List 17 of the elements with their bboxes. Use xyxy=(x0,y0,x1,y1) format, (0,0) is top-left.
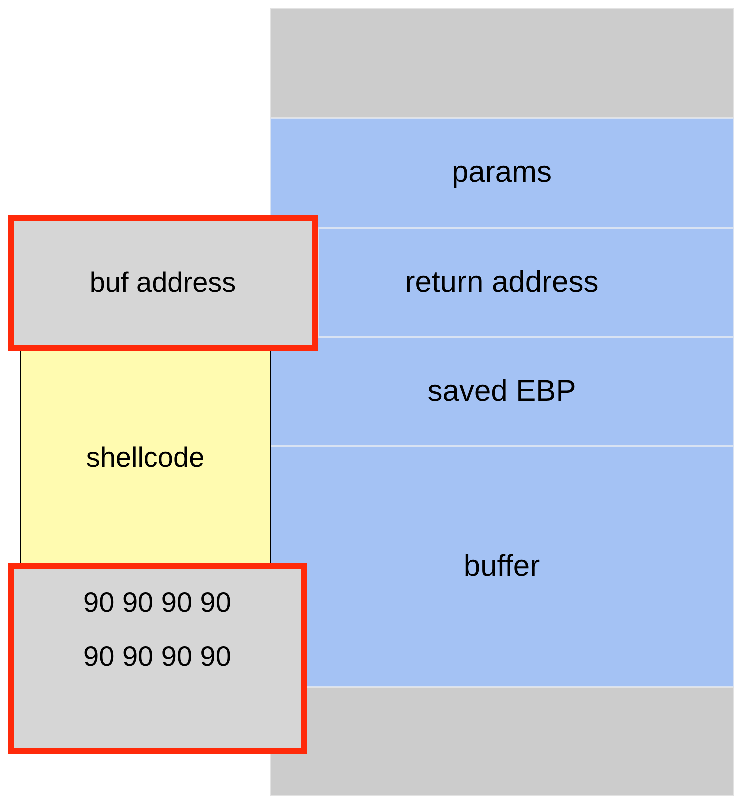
empty-box xyxy=(270,687,734,796)
memory-label: saved EBP xyxy=(428,374,576,408)
overwrite-block xyxy=(8,215,318,351)
memory-label: buffer xyxy=(464,550,540,584)
memory-label: 90 90 90 90 xyxy=(84,587,232,619)
stack-slot xyxy=(270,337,734,446)
memory-label: return address xyxy=(405,266,599,300)
payload-block xyxy=(20,350,271,565)
stack-slot xyxy=(270,118,734,228)
memory-label: params xyxy=(452,156,552,190)
memory-label: shellcode xyxy=(86,442,205,474)
empty-box xyxy=(270,8,734,118)
stack-slot xyxy=(318,228,734,337)
memory-label: 90 90 90 90 xyxy=(84,641,232,673)
memory-label: buf address xyxy=(90,267,236,299)
overwrite-block xyxy=(8,563,307,754)
stack-slot xyxy=(270,446,734,687)
